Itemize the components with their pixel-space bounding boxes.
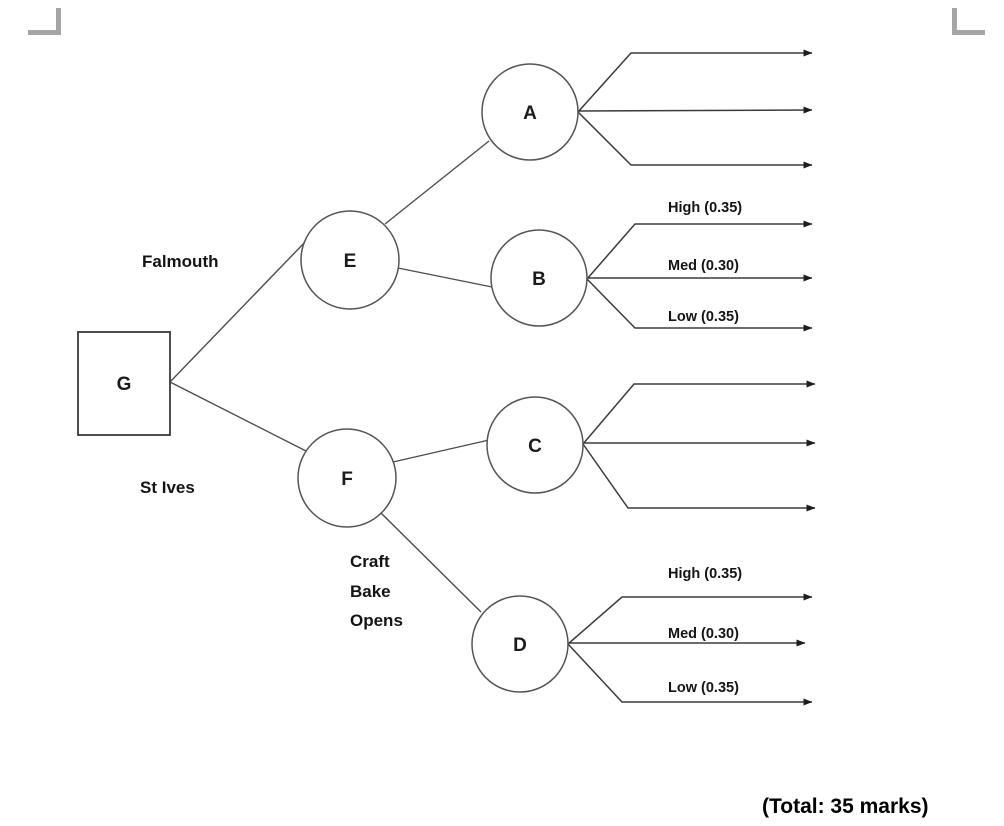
nodes-layer: G E F A B C D xyxy=(77,63,588,693)
outcome-branch-d-high xyxy=(567,593,813,645)
outcome-branch-c-1 xyxy=(582,380,816,445)
edge-label-st-ives: St Ives xyxy=(140,478,195,497)
edge-label-craft-line-1: Craft xyxy=(350,552,390,571)
edge-labels-layer: Falmouth St Ives Craft Bake Opens xyxy=(140,252,403,630)
outcome-branch-d-low xyxy=(567,643,813,706)
total-marks-label: (Total: 35 marks) xyxy=(762,795,929,818)
edge-f-c xyxy=(392,439,490,463)
node-a-label: A xyxy=(523,103,537,124)
outcome-label-b-low: Low (0.35) xyxy=(668,309,739,325)
node-d-label: D xyxy=(513,635,527,656)
node-b-label: B xyxy=(532,269,546,290)
node-d-shape[interactable] xyxy=(471,595,569,693)
outcome-labels-d: High (0.35) Med (0.30) Low (0.35) xyxy=(668,566,742,696)
outcome-label-d-high: High (0.35) xyxy=(668,566,742,582)
node-e-label: E xyxy=(344,251,357,272)
node-c-shape[interactable] xyxy=(486,396,584,494)
outcome-branch-c-3 xyxy=(582,443,816,512)
outcome-branches-a xyxy=(577,49,813,169)
node-c-label: C xyxy=(528,436,542,457)
node-a-shape[interactable] xyxy=(481,63,579,161)
crop-mark-vertical xyxy=(56,8,61,35)
edge-e-a xyxy=(384,140,490,225)
outcome-branch-b-low xyxy=(586,278,813,332)
outcome-branch-a-3 xyxy=(577,111,813,169)
outcome-branch-a-2 xyxy=(577,106,813,114)
edge-g-e xyxy=(169,239,308,383)
outcome-label-b-med: Med (0.30) xyxy=(668,258,739,274)
edge-label-craft-bake-opens: Craft Bake Opens xyxy=(350,552,403,630)
edge-f-d xyxy=(380,512,482,613)
crop-mark-top-left xyxy=(28,8,61,35)
outcome-branches-d xyxy=(567,593,813,706)
crop-mark-horizontal xyxy=(28,30,61,35)
edge-g-f xyxy=(169,381,309,453)
edge-label-craft-line-3: Opens xyxy=(350,611,403,630)
edge-label-falmouth: Falmouth xyxy=(142,252,219,271)
outcome-branch-a-1 xyxy=(577,49,813,113)
node-g-label: G xyxy=(117,374,132,395)
node-g-shape[interactable] xyxy=(77,331,171,436)
crop-mark-horizontal xyxy=(952,30,985,35)
crop-mark-top-right xyxy=(952,8,985,35)
outcome-label-b-high: High (0.35) xyxy=(668,200,742,216)
outcome-label-d-low: Low (0.35) xyxy=(668,680,739,696)
node-f-shape[interactable] xyxy=(297,428,397,528)
edge-label-craft-line-2: Bake xyxy=(350,582,391,601)
node-e-shape[interactable] xyxy=(300,210,400,310)
crop-mark-vertical xyxy=(952,8,957,35)
edges-layer xyxy=(169,140,493,613)
outcome-label-d-med: Med (0.30) xyxy=(668,626,739,642)
outcome-branch-b-high xyxy=(586,220,813,280)
edge-e-b xyxy=(397,267,493,288)
outcome-branches-b xyxy=(586,220,813,332)
outcome-branches-c xyxy=(582,380,816,512)
node-f-label: F xyxy=(341,469,353,490)
outcome-labels-b: High (0.35) Med (0.30) Low (0.35) xyxy=(668,200,742,325)
node-b-shape[interactable] xyxy=(490,229,588,327)
